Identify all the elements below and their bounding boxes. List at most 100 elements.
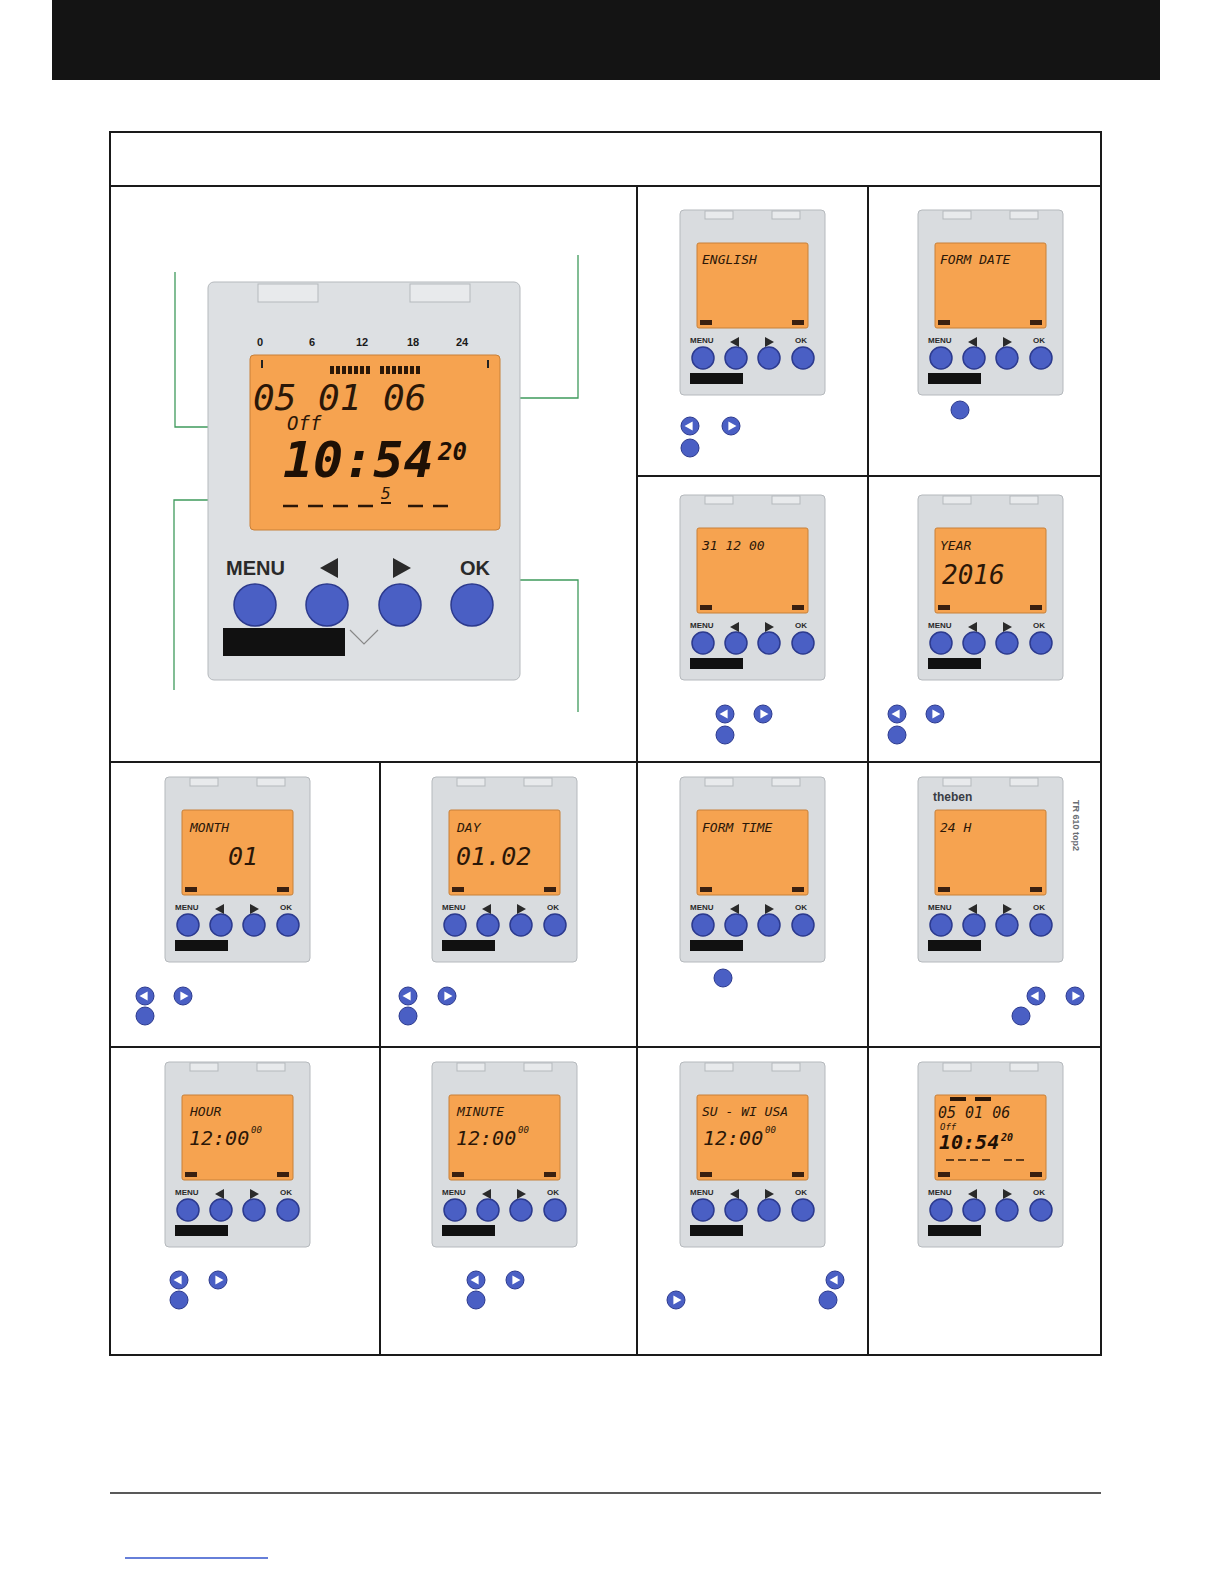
device-button: [477, 914, 499, 936]
arrow-symbol: [830, 1276, 838, 1285]
softkey-mark: [700, 605, 712, 610]
button-label: MENU: [175, 904, 199, 912]
housing-tab: [1010, 211, 1038, 219]
model-number: TR 610 top2: [1071, 800, 1080, 851]
key-icon: [136, 987, 154, 1005]
device-button: [963, 347, 985, 369]
housing-tab: [943, 1063, 971, 1071]
button-label: OK: [460, 558, 490, 578]
key-icon: [681, 439, 699, 457]
softkey-mark: [452, 887, 464, 892]
day-marker: [958, 1159, 966, 1161]
lcd-text: 00: [251, 1126, 262, 1135]
device-part: [487, 360, 489, 368]
lcd-text: FORM DATE: [940, 253, 1010, 266]
lcd-screen: [449, 810, 560, 895]
device-button: [692, 1199, 714, 1221]
timer-housing: [918, 495, 1063, 680]
day-marker: [333, 505, 348, 508]
lcd-text: 12:00: [703, 1128, 763, 1148]
softkey-mark: [938, 1172, 950, 1177]
softkey-mark: [1030, 320, 1042, 325]
arrow-symbol: [685, 422, 693, 431]
program-bar: [330, 366, 334, 374]
arrow-symbol: [765, 1189, 774, 1199]
day-marker: [1004, 1159, 1012, 1161]
key-icon: [888, 726, 906, 744]
housing-tab: [772, 1063, 800, 1071]
arrow-symbol: [892, 710, 900, 719]
device-button: [792, 914, 814, 936]
lcd-text: 00: [765, 1126, 776, 1135]
device-button: [792, 632, 814, 654]
key-icon: [951, 401, 969, 419]
softkey-mark: [1030, 887, 1042, 892]
arrow-symbol: [730, 904, 739, 914]
softkey-mark: [277, 887, 289, 892]
program-bar: [392, 366, 396, 374]
device-button: [996, 1199, 1018, 1221]
key-icon: [1027, 987, 1045, 1005]
timer-housing: [680, 777, 825, 962]
lcd-text: Off: [940, 1123, 956, 1132]
housing-tab: [705, 1063, 733, 1071]
card-slot: [223, 628, 345, 656]
device-button: [1030, 914, 1052, 936]
lcd-screen: [935, 528, 1046, 613]
arrow-symbol: [720, 710, 728, 719]
card-slot: [442, 940, 495, 951]
key-icon: [1012, 1007, 1030, 1025]
arrow-symbol: [1003, 904, 1012, 914]
button-label: OK: [547, 1189, 559, 1197]
softkey-mark: [938, 320, 950, 325]
housing-tab: [190, 778, 218, 786]
housing-tab: [705, 496, 733, 504]
program-bar: [950, 1097, 966, 1101]
housing-tab: [772, 496, 800, 504]
card-slot: [928, 1225, 981, 1236]
device-button: [277, 1199, 299, 1221]
lcd-time: 10:54: [939, 1132, 999, 1152]
arrow-symbol: [215, 904, 224, 914]
card-slot: [690, 373, 743, 384]
lcd-screen: [697, 243, 808, 328]
softkey-mark: [938, 887, 950, 892]
softkey-mark: [277, 1172, 289, 1177]
day-marker: [982, 1159, 990, 1161]
device-button: [477, 1199, 499, 1221]
lcd-screen: [250, 355, 500, 530]
key-icon: [722, 417, 740, 435]
arrow-symbol: [1072, 992, 1080, 1001]
device-button: [758, 632, 780, 654]
key-icon: [888, 705, 906, 723]
timer-housing: [680, 495, 825, 680]
footer-link-line: [125, 1557, 268, 1559]
arrow-symbol: [968, 904, 977, 914]
housing-tab: [257, 778, 285, 786]
lcd-screen: [182, 810, 293, 895]
card-slot: [175, 940, 228, 951]
arrow-symbol: [730, 1189, 739, 1199]
arrow-symbol: [482, 904, 491, 914]
arrow-symbol: [250, 1189, 259, 1199]
program-bar: [416, 366, 420, 374]
key-icon: [174, 987, 192, 1005]
card-slot: [928, 658, 981, 669]
hand-mark: [350, 630, 378, 644]
button-label: OK: [547, 904, 559, 912]
device-button: [444, 1199, 466, 1221]
arrow-symbol: [968, 1189, 977, 1199]
program-bar: [348, 366, 352, 374]
lcd-screen: [697, 1095, 808, 1180]
device-button: [243, 1199, 265, 1221]
lcd-text: 24 H: [940, 821, 971, 834]
lcd-text: MINUTE: [457, 1105, 504, 1118]
arrow-symbol: [393, 558, 411, 578]
arrow-symbol: [1003, 622, 1012, 632]
device-button: [963, 632, 985, 654]
softkey-mark: [185, 1172, 197, 1177]
housing-tab: [705, 211, 733, 219]
lcd-text: MONTH: [190, 821, 229, 834]
lcd-text: 2016: [942, 562, 1005, 588]
softkey-mark: [700, 887, 712, 892]
